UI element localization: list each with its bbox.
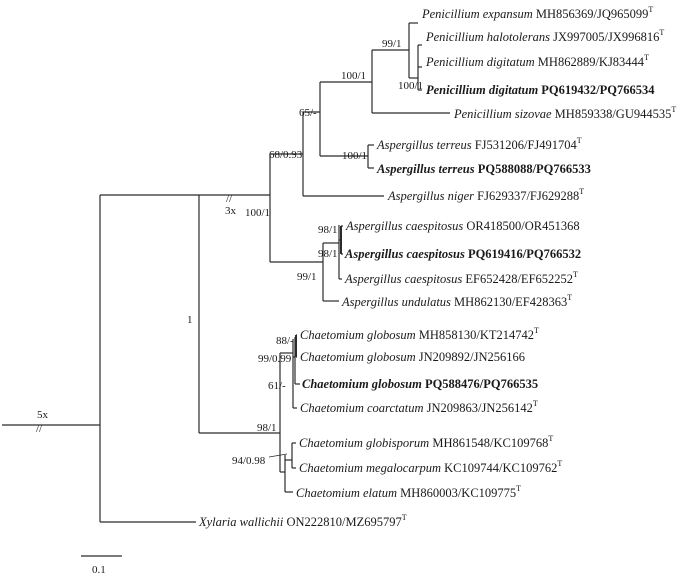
taxon-label: Chaetomium globisporum MH861548/KC109768… bbox=[299, 434, 553, 450]
support-value: 61/- bbox=[268, 380, 286, 392]
taxon-label: Xylaria wallichii ON222810/MZ695797T bbox=[198, 513, 407, 529]
taxon-label: Chaetomium globosum MH858130/KT214742T bbox=[300, 326, 539, 342]
support-value: 100/1 bbox=[398, 80, 423, 92]
scale-bar-label: 0.1 bbox=[92, 564, 106, 576]
support-value: 88/- bbox=[276, 335, 294, 347]
break-mark-5x: // bbox=[36, 423, 43, 435]
tree-branches: // // bbox=[2, 22, 450, 557]
support-values: 99/1 100/1 100/1 65/- 68/0.93 100/1 98/1… bbox=[37, 38, 423, 576]
support-value: 99/1 bbox=[382, 38, 402, 50]
taxon-label: Chaetomium coarctatum JN209863/JN256142T bbox=[300, 399, 538, 415]
break-mark-3x: // bbox=[226, 193, 233, 205]
support-value: 98/1 bbox=[257, 422, 277, 434]
taxon-label: Chaetomium elatum MH860003/KC109775T bbox=[296, 484, 521, 500]
break-label: 5x bbox=[37, 409, 49, 421]
support-value: 99/0.99 bbox=[258, 353, 292, 365]
support-value: 98/1 bbox=[318, 224, 338, 236]
support-value: 68/0.93 bbox=[269, 149, 303, 161]
taxon-label: Penicillium expansum MH856369/JQ965099T bbox=[421, 5, 653, 21]
taxon-label-highlight: Penicillium digitatum PQ619432/PQ766534 bbox=[426, 83, 655, 97]
support-value: 94/0.98 bbox=[232, 455, 266, 467]
support-pointer bbox=[268, 453, 288, 458]
taxon-label-highlight: Chaetomium globosum PQ588476/PQ766535 bbox=[302, 377, 538, 391]
taxon-label: Aspergillus caespitosus OR418500/OR45136… bbox=[345, 219, 580, 233]
break-label: 3x bbox=[225, 205, 237, 217]
taxon-label-highlight: Aspergillus terreus PQ588088/PQ766533 bbox=[376, 162, 591, 176]
taxon-label: Aspergillus undulatus MH862130/EF428363T bbox=[341, 293, 572, 309]
support-value: 100/1 bbox=[342, 150, 367, 162]
taxon-label: Penicillium digitatum MH862889/KJ83444T bbox=[425, 53, 649, 69]
taxon-label: Aspergillus terreus FJ531206/FJ491704T bbox=[376, 136, 582, 152]
support-value: 1 bbox=[187, 314, 193, 326]
support-value: 100/1 bbox=[245, 207, 270, 219]
taxon-label: Penicillium sizovae MH859338/GU944535T bbox=[453, 105, 676, 121]
taxon-label: Chaetomium globosum JN209892/JN256166 bbox=[300, 350, 525, 364]
taxon-label-highlight: Aspergillus caespitosus PQ619416/PQ76653… bbox=[344, 247, 581, 261]
taxon-label: Chaetomium megalocarpum KC109744/KC10976… bbox=[299, 459, 562, 475]
taxon-labels: Penicillium expansum MH856369/JQ965099T … bbox=[198, 5, 676, 529]
support-value: 99/1 bbox=[297, 271, 317, 283]
taxon-label: Aspergillus caespitosus EF652428/EF65225… bbox=[344, 270, 578, 286]
taxon-label: Penicillium halotolerans JX997005/JX9968… bbox=[425, 28, 664, 44]
support-value: 100/1 bbox=[341, 70, 366, 82]
support-value: 65/- bbox=[299, 107, 317, 119]
taxon-label: Aspergillus niger FJ629337/FJ629288T bbox=[387, 187, 584, 203]
support-value: 98/1 bbox=[318, 248, 338, 260]
